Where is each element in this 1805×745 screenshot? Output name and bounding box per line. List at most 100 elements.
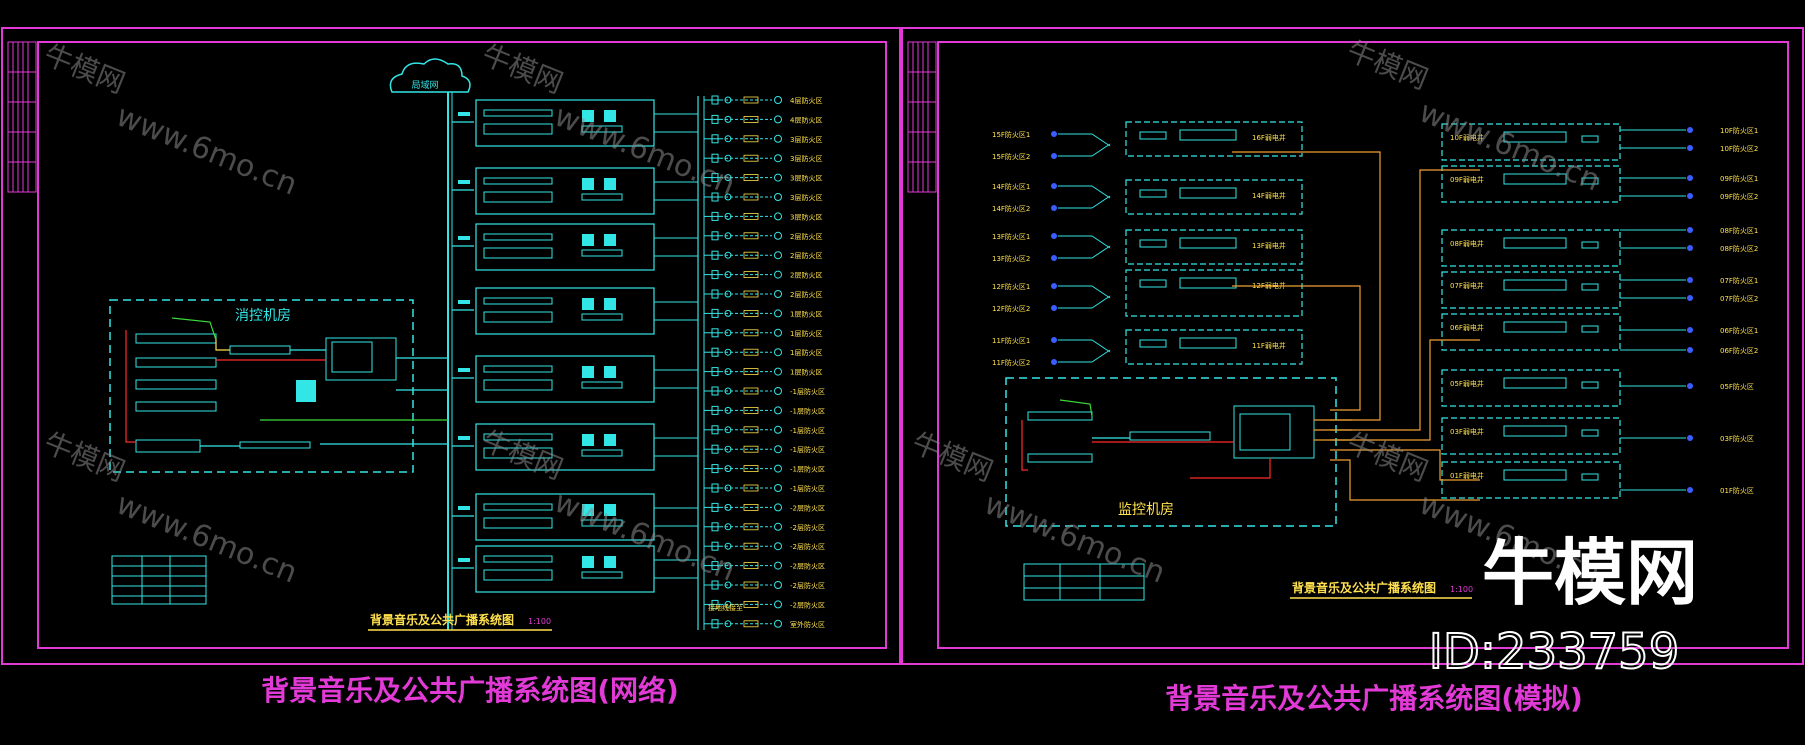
shaft-box: 14F弱电井 xyxy=(1125,179,1303,215)
amplifier-group xyxy=(452,223,698,271)
zone-row: 3层防火区 xyxy=(704,134,822,144)
left-zone-row: 11F防火区2 xyxy=(992,349,1111,367)
watermark-brand: 牛模网 xyxy=(39,426,129,488)
watermark-brand: 牛模网 xyxy=(1342,34,1432,96)
zone-row: 1层防火区 xyxy=(704,308,822,318)
amplifier-group xyxy=(452,545,698,593)
zone-label: 1层防火区 xyxy=(790,368,822,377)
left-zone-row: 13F防火区1 xyxy=(992,232,1111,249)
zone-label: 3层防火区 xyxy=(790,154,822,163)
shaft-label: 03F弱电井 xyxy=(1450,427,1484,436)
zone-row: -2层防火区 xyxy=(704,541,825,551)
right-caption: 背景音乐及公共广播系统图(模拟) xyxy=(1165,682,1583,715)
right-right-zone-column: 10F防火区110F防火区209F防火区109F防火区208F防火区108F防火… xyxy=(1620,126,1758,495)
zone-label: 3层防火区 xyxy=(790,212,822,221)
amplifier-group xyxy=(452,167,698,215)
zone-label: 3层防火区 xyxy=(790,193,822,202)
shaft-box: 08F弱电井 xyxy=(1441,229,1621,267)
shaft-label: 01F弱电井 xyxy=(1450,471,1484,480)
control-room-wiring xyxy=(125,317,448,447)
zone-row: 2层防火区 xyxy=(704,250,822,260)
zone-row: 1层防火区 xyxy=(704,347,822,357)
shaft-box: 12F弱电井 xyxy=(1125,269,1303,317)
zone-label: 01F防火区 xyxy=(1720,486,1754,495)
right-zone-row: 10F防火区2 xyxy=(1620,144,1758,153)
right-zone-row: 01F防火区 xyxy=(1620,486,1754,495)
control-room-label: 消控机房 xyxy=(235,308,291,324)
ground-note: 接地线接至 xyxy=(708,603,743,612)
monitor-room xyxy=(1005,377,1337,527)
right-right-shaft-column: 10F弱电井 09F弱电井 08F弱电井 07F弱电井 06F弱电井 05F弱电井 03F弱… xyxy=(1441,123,1621,499)
zone-label: 1层防火区 xyxy=(790,348,822,357)
shaft-label: 10F弱电井 xyxy=(1450,133,1484,142)
left-title-scale: 1:100 xyxy=(528,617,551,626)
shaft-label: 07F弱电井 xyxy=(1450,281,1484,290)
zone-label: 06F防火区1 xyxy=(1720,326,1758,335)
left-zone-row: 11F防火区1 xyxy=(992,336,1111,353)
shaft-box: 16F弱电井 xyxy=(1125,121,1303,157)
zone-row: -1层防火区 xyxy=(704,425,825,435)
zone-row: -1层防火区 xyxy=(704,483,825,493)
zone-label: -1层防火区 xyxy=(790,387,825,396)
watermark-brand: 牛模网 xyxy=(907,426,997,488)
zone-label: 08F防火区2 xyxy=(1720,244,1758,253)
zone-label: -2层防火区 xyxy=(790,600,825,609)
shaft-box: 06F弱电井 xyxy=(1441,313,1621,351)
zone-label: -2层防火区 xyxy=(790,581,825,590)
amplifier-frame xyxy=(475,423,655,471)
shaft-box: 07F弱电井 xyxy=(1441,271,1621,309)
left-zone-row: 15F防火区1 xyxy=(992,130,1111,147)
amplifier-frame xyxy=(475,287,655,335)
zone-label: 13F防火区2 xyxy=(992,254,1030,263)
shaft-box: 13F弱电井 xyxy=(1125,229,1303,265)
right-zone-row: 08F防火区1 xyxy=(1620,226,1758,235)
zone-label: 1层防火区 xyxy=(790,309,822,318)
zone-label: 1层防火区 xyxy=(790,329,822,338)
zone-label: 2层防火区 xyxy=(790,271,822,280)
left-binding-grid xyxy=(7,41,37,193)
zone-row: 1层防火区 xyxy=(704,328,822,338)
zone-label: 3层防火区 xyxy=(790,174,822,183)
control-room-equipment xyxy=(135,333,397,453)
zone-rows: 4层防火区4层防火区3层防火区3层防火区3层防火区3层防火区3层防火区2层防火区… xyxy=(704,95,825,629)
zone-label: 室外防火区 xyxy=(790,620,825,629)
shaft-label: 14F弱电井 xyxy=(1252,191,1286,200)
legend-table xyxy=(111,555,207,605)
network-broadcast-diagram: 局域网 4层防火区4层防火区3层防火区3层防火区3层防火区3层防火区3层防火区2… xyxy=(109,58,825,631)
zone-row: -1层防火区 xyxy=(704,444,825,454)
right-zone-row: 08F防火区2 xyxy=(1620,244,1758,253)
zone-row: -2层防火区 xyxy=(704,522,825,532)
right-zone-row: 09F防火区1 xyxy=(1620,174,1758,183)
zone-row: -2层防火区 xyxy=(704,580,825,590)
zone-label: 14F防火区1 xyxy=(992,182,1030,191)
shaft-box: 05F弱电井 xyxy=(1441,369,1621,407)
matrix-unit xyxy=(296,380,316,402)
zone-row: 3层防火区 xyxy=(704,153,822,163)
zone-label: 06F防火区2 xyxy=(1720,346,1758,355)
logo-brand: 牛模网 xyxy=(1482,531,1698,615)
watermark-url: www.6mo.cn xyxy=(111,98,302,202)
zone-row: -2层防火区 xyxy=(704,502,825,512)
analog-broadcast-diagram: 15F防火区115F防火区214F防火区114F防火区213F防火区113F防火… xyxy=(992,121,1758,601)
zone-label: 08F防火区1 xyxy=(1720,226,1758,235)
shaft-box: 11F弱电井 xyxy=(1125,329,1303,365)
zone-row: -1层防火区 xyxy=(704,464,825,474)
zone-label: 2层防火区 xyxy=(790,251,822,260)
panel-frames xyxy=(1,27,1804,665)
right-title-block: 背景音乐及公共广播系统图 xyxy=(1292,580,1436,595)
zone-label: 15F防火区1 xyxy=(992,130,1030,139)
right-left-zone-column: 15F防火区115F防火区214F防火区114F防火区213F防火区113F防火… xyxy=(992,130,1111,367)
shaft-label: 09F弱电井 xyxy=(1450,175,1484,184)
watermark-brand: 牛模网 xyxy=(1342,426,1432,488)
left-zone-row: 13F防火区2 xyxy=(992,245,1111,263)
right-zone-row: 07F防火区2 xyxy=(1620,294,1758,303)
zone-row: 4层防火区 xyxy=(704,114,822,124)
trunk-wiring xyxy=(1232,151,1480,501)
right-zone-row: 06F防火区1 xyxy=(1620,326,1758,335)
zone-row: 2层防火区 xyxy=(704,231,822,241)
fire-control-room xyxy=(109,299,414,473)
zone-label: 09F防火区2 xyxy=(1720,192,1758,201)
cloud-label: 局域网 xyxy=(411,79,438,91)
